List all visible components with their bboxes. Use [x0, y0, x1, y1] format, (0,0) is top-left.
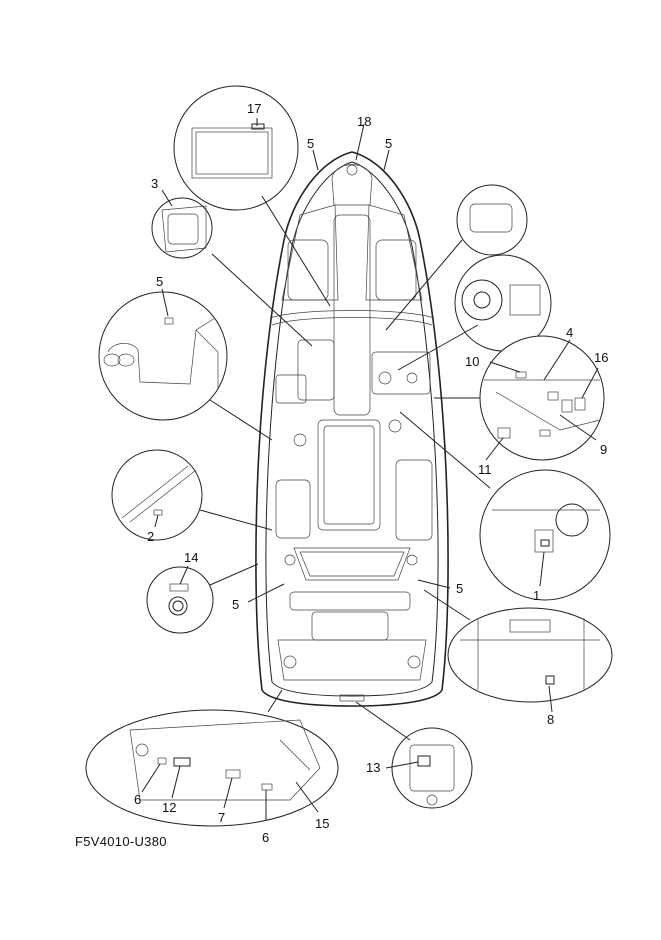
- detail-circle-8: [447, 607, 613, 703]
- detail-circle-5-left: [98, 291, 228, 421]
- callout-18: 18: [357, 114, 371, 129]
- callout-14: 14: [184, 550, 198, 565]
- callout-4: 4: [566, 325, 573, 340]
- detail-circle-glovebox: [456, 184, 528, 256]
- callout-2: 2: [147, 529, 154, 544]
- callout-5-aft-right: 5: [456, 581, 463, 596]
- detail-circle-17: [173, 85, 299, 211]
- callout-17: 17: [247, 101, 261, 116]
- callout-12: 12: [162, 800, 176, 815]
- detail-ellipse-transom: [85, 709, 339, 827]
- detail-circle-2: [111, 449, 203, 541]
- callout-11: 11: [478, 462, 492, 477]
- leader-lines: [141, 118, 599, 820]
- detail-circle-13: [391, 727, 473, 809]
- callout-15: 15: [315, 816, 329, 831]
- callout-7: 7: [218, 810, 225, 825]
- callout-5-bow-right: 5: [385, 136, 392, 151]
- callout-6-right: 6: [262, 830, 269, 845]
- callout-5-bow-left: 5: [307, 136, 314, 151]
- callout-8: 8: [547, 712, 554, 727]
- callout-5-left: 5: [156, 274, 163, 289]
- callout-labels: 17 18 5 5 3 5 4 16 10 9 11 2 14 5 1 5 8 …: [134, 101, 608, 845]
- callout-13: 13: [366, 760, 380, 775]
- callout-6-left: 6: [134, 792, 141, 807]
- boat-hull-top-view: [255, 151, 449, 707]
- callout-10: 10: [465, 354, 479, 369]
- callout-16: 16: [594, 350, 608, 365]
- callout-1: 1: [533, 588, 540, 603]
- detail-circle-1: [479, 469, 611, 601]
- detail-circle-14: [146, 566, 214, 634]
- detail-circle-dashboard: [479, 335, 605, 461]
- figure-code: F5V4010-U380: [75, 834, 167, 849]
- callout-5-aft-left: 5: [232, 597, 239, 612]
- callout-9: 9: [600, 442, 607, 457]
- detail-circle-3: [151, 197, 213, 259]
- callout-3: 3: [151, 176, 158, 191]
